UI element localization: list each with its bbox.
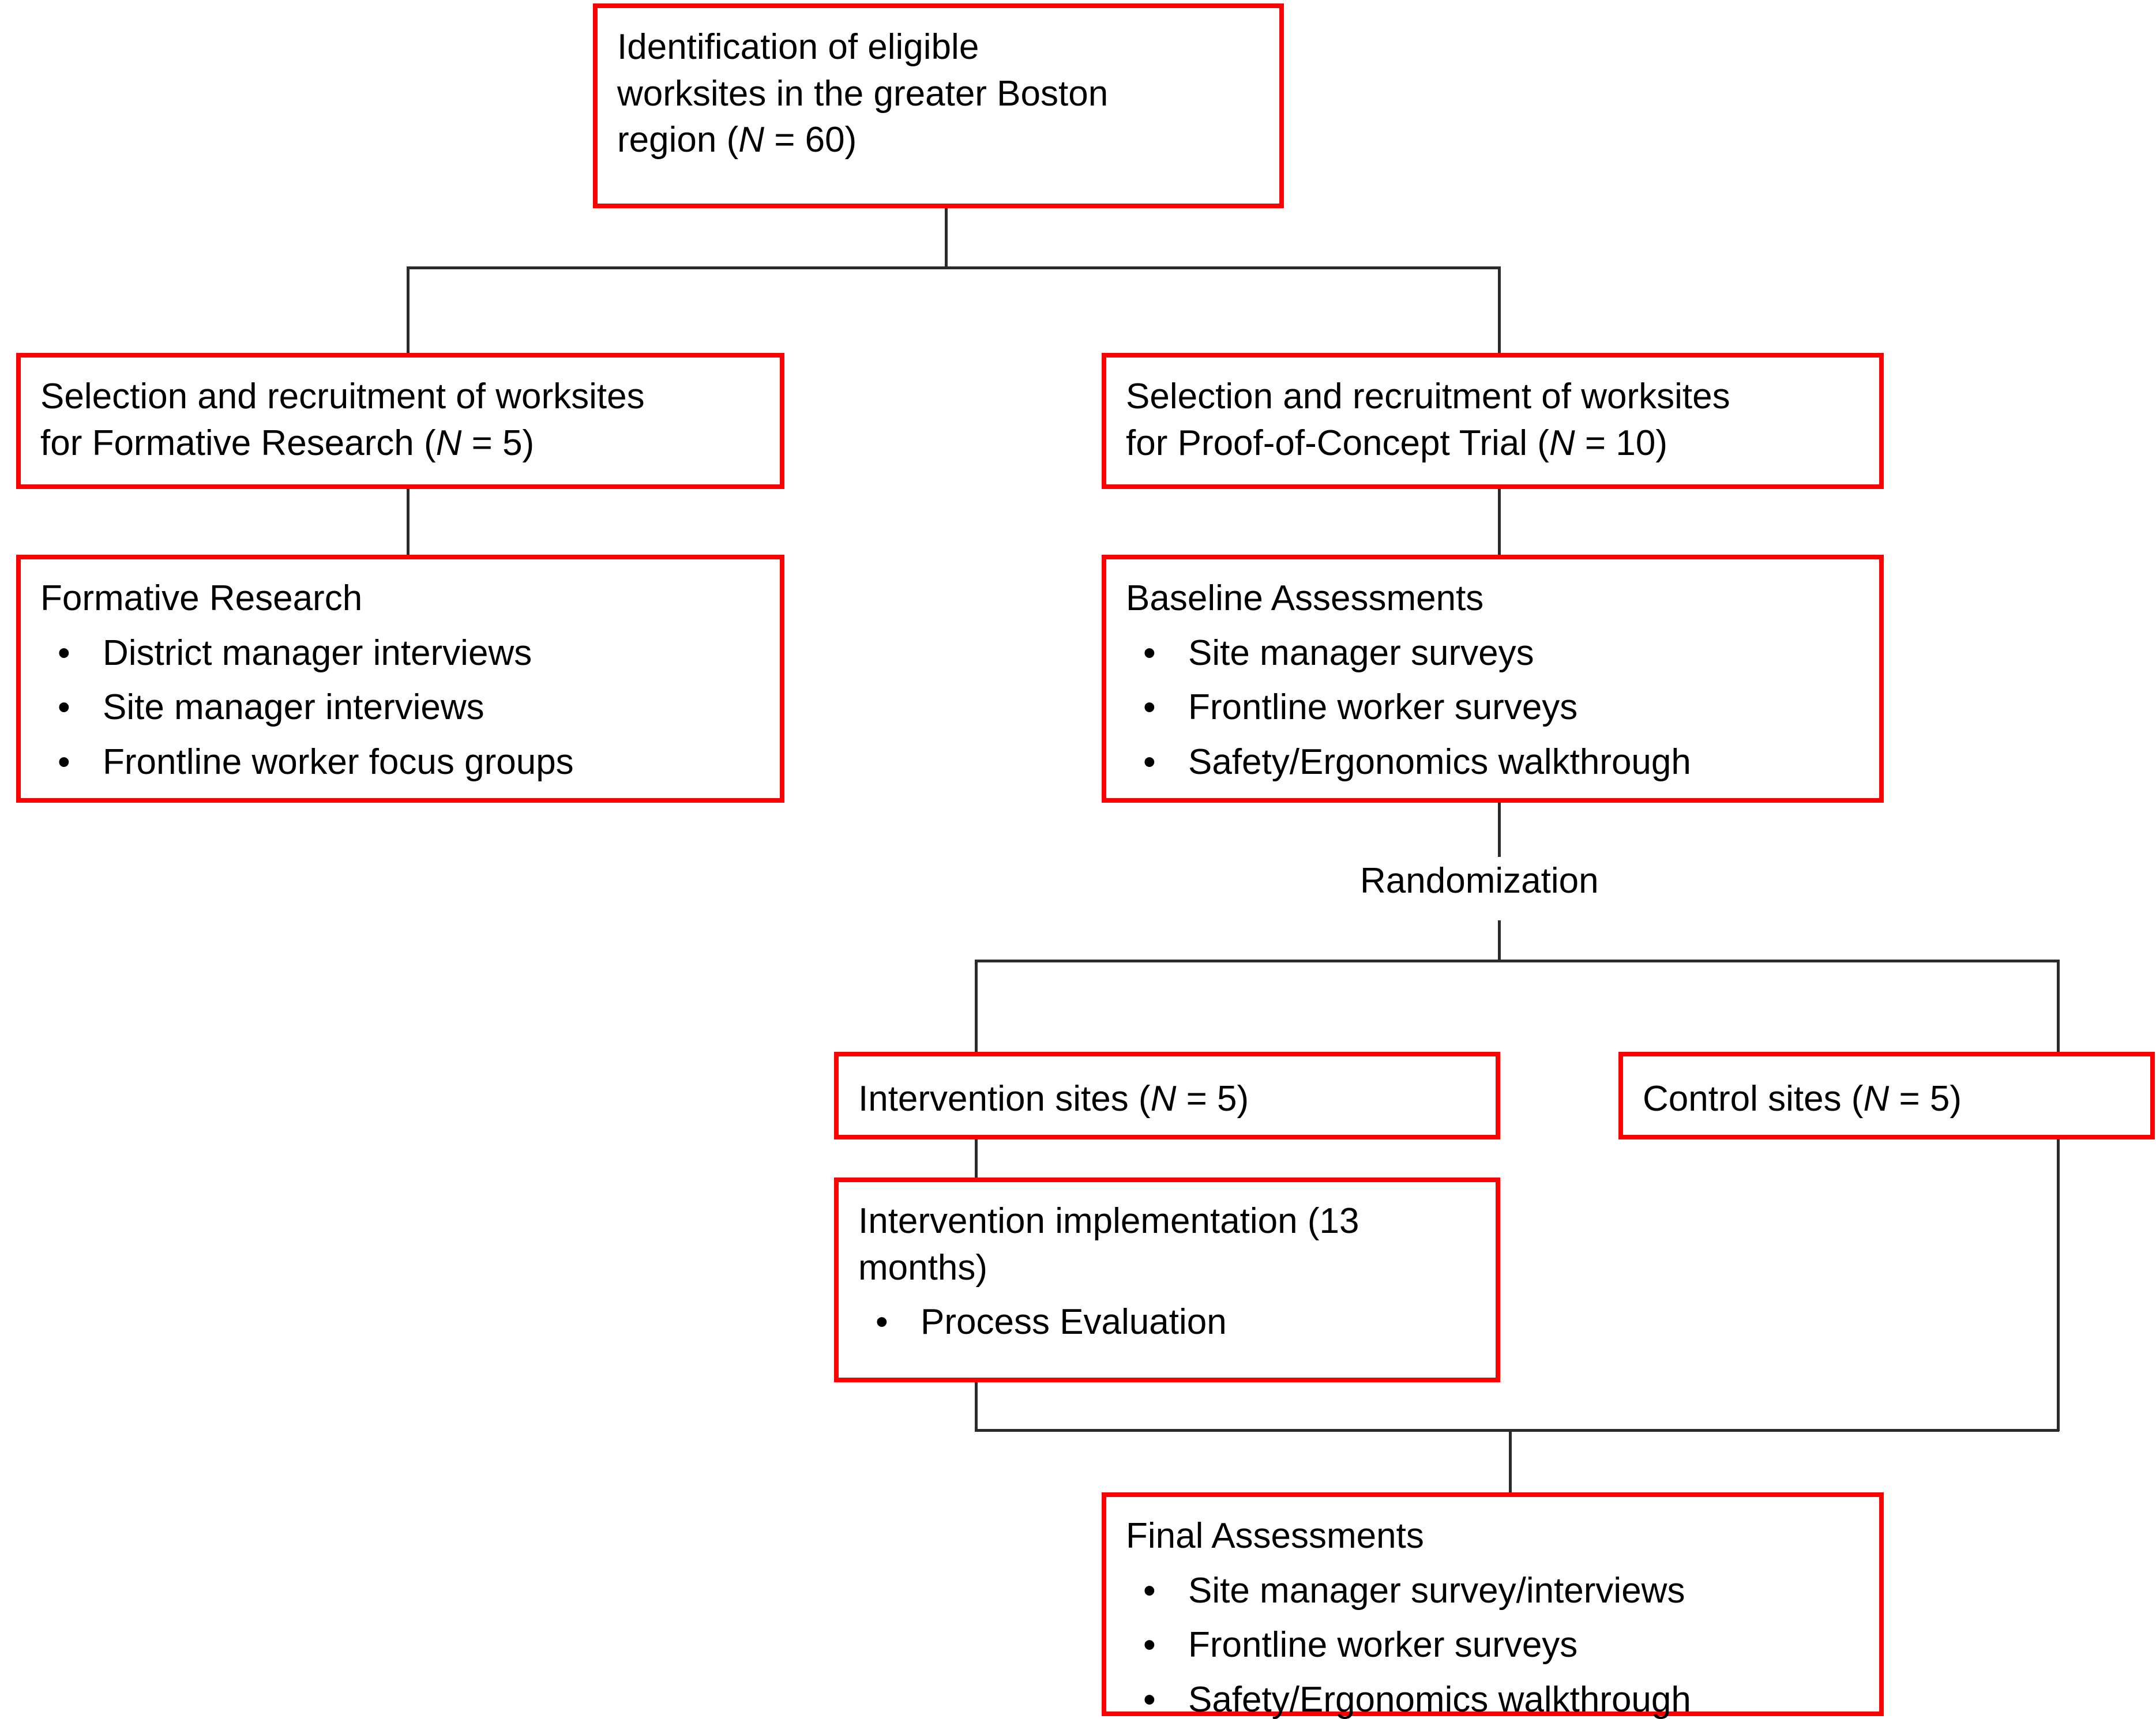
formative-bullet-3: Frontline worker focus groups: [103, 742, 574, 782]
node-intervention-implementation-body: Intervention implementation (13 months) •…: [839, 1182, 1496, 1357]
baseline-assessments-bullet-list: • Site manager surveys • Frontline worker …: [1126, 630, 1862, 786]
connector-baseline-to-randomization: [1498, 803, 1501, 857]
formative-bullet-1: District manager interviews: [103, 633, 532, 673]
list-item: • District manager interviews: [40, 630, 763, 677]
selection-poc-line-2-pre: for Proof-of-Concept Trial (: [1126, 423, 1549, 463]
identification-line-2: worksites in the greater Boston: [617, 73, 1109, 114]
node-selection-poc-title: Selection and recruitment of worksites fo…: [1126, 374, 1862, 467]
connector-bottom-join-bar: [975, 1429, 2059, 1432]
node-selection-formative-title: Selection and recruitment of worksites fo…: [40, 374, 763, 467]
baseline-bullet-3: Safety/Ergonomics walkthrough: [1188, 742, 1691, 782]
intervention-impl-bullet-1: Process Evaluation: [921, 1302, 1227, 1342]
node-identification-body: Identification of eligible worksites in t…: [598, 8, 1279, 175]
node-control-sites-body: Control sites (N = 5): [1623, 1056, 2150, 1134]
bullet-icon: •: [1143, 742, 1156, 782]
intervention-sites-pre: Intervention sites (: [858, 1079, 1151, 1119]
identification-line-3-pre: region (: [617, 120, 739, 160]
node-formative-research-body: Formative Research • District manager int…: [21, 559, 780, 797]
bullet-icon: •: [1143, 1570, 1156, 1611]
final-bullet-1: Site manager survey/interviews: [1188, 1570, 1685, 1611]
identification-line-3-italic: N: [738, 120, 764, 160]
node-final-assessments[interactable]: Final Assessments • Site manager survey/i…: [1102, 1492, 1884, 1719]
connector-top-split-bar: [407, 266, 1501, 269]
node-final-assessments-heading: Final Assessments: [1126, 1516, 1424, 1556]
list-item: • Safety/Ergonomics walkthrough: [1126, 739, 1862, 786]
connector-control-down: [2057, 1139, 2060, 1431]
bullet-icon: •: [1143, 1625, 1156, 1665]
bullet-icon: •: [1143, 687, 1156, 728]
baseline-bullet-1: Site manager surveys: [1188, 633, 1534, 673]
identification-line-3-post: = 60): [764, 120, 857, 160]
list-item: • Site manager survey/interviews: [1126, 1568, 1862, 1615]
node-baseline-assessments-body: Baseline Assessments • Site manager surve…: [1106, 559, 1879, 797]
connector-randomization-split-left: [975, 960, 978, 1052]
list-item: • Frontline worker focus groups: [40, 739, 763, 786]
selection-formative-line-2-pre: for Formative Research (: [40, 423, 436, 463]
intervention-sites-post: = 5): [1176, 1079, 1249, 1119]
node-control-sites-title: Control sites (N = 5): [1643, 1076, 2133, 1123]
control-sites-pre: Control sites (: [1643, 1079, 1864, 1119]
node-baseline-assessments-heading: Baseline Assessments: [1126, 578, 1484, 618]
node-control-sites[interactable]: Control sites (N = 5): [1618, 1052, 2155, 1139]
selection-poc-line-2-italic: N: [1549, 423, 1575, 463]
bullet-icon: •: [58, 687, 70, 728]
formative-bullet-2: Site manager interviews: [103, 687, 484, 728]
node-intervention-sites[interactable]: Intervention sites (N = 5): [834, 1052, 1500, 1139]
node-baseline-assessments[interactable]: Baseline Assessments • Site manager surve…: [1102, 555, 1884, 803]
selection-poc-line-2-post: = 10): [1575, 423, 1667, 463]
list-item: • Safety/Ergonomics walkthrough: [1126, 1677, 1862, 1719]
bullet-icon: •: [1143, 633, 1156, 673]
connector-randomization-split-right: [2057, 960, 2060, 1052]
connector-formative-link: [407, 489, 410, 556]
selection-formative-line-1: Selection and recruitment of worksites: [40, 377, 645, 416]
connector-randomization-split-bar: [975, 960, 2060, 962]
connector-intervention-to-implementation: [975, 1139, 978, 1178]
bullet-icon: •: [1143, 1679, 1156, 1719]
list-item: • Frontline worker surveys: [1126, 1622, 1862, 1669]
bullet-icon: •: [876, 1302, 888, 1342]
final-bullet-3: Safety/Ergonomics walkthrough: [1188, 1679, 1691, 1719]
final-bullet-2: Frontline worker surveys: [1188, 1625, 1578, 1665]
formative-research-bullet-list: • District manager interviews • Site manag…: [40, 630, 763, 786]
selection-formative-line-2-post: = 5): [461, 423, 535, 463]
node-intervention-sites-body: Intervention sites (N = 5): [839, 1056, 1496, 1134]
node-intervention-implementation-title: Intervention implementation (13 months): [858, 1198, 1478, 1291]
list-item: • Site manager surveys: [1126, 630, 1862, 677]
node-selection-proof-of-concept-trial[interactable]: Selection and recruitment of worksites fo…: [1102, 353, 1884, 489]
intervention-sites-italic: N: [1150, 1079, 1177, 1119]
connector-identification-down: [945, 208, 948, 268]
node-formative-research-heading: Formative Research: [40, 578, 363, 618]
node-intervention-sites-title: Intervention sites (N = 5): [858, 1076, 1478, 1123]
connector-top-split-left: [407, 266, 410, 354]
intervention-implementation-bullet-list: • Process Evaluation: [858, 1299, 1478, 1346]
bullet-icon: •: [58, 742, 70, 782]
node-intervention-implementation[interactable]: Intervention implementation (13 months) •…: [834, 1178, 1500, 1382]
baseline-bullet-2: Frontline worker surveys: [1188, 687, 1578, 728]
connector-poc-link: [1498, 489, 1501, 556]
node-identification-title: Identification of eligible worksites in t…: [617, 24, 1262, 164]
identification-line-1: Identification of eligible: [617, 27, 979, 67]
node-selection-formative-body: Selection and recruitment of worksites fo…: [21, 358, 780, 478]
node-identification-of-eligible-worksites[interactable]: Identification of eligible worksites in t…: [593, 3, 1284, 208]
list-item: • Frontline worker surveys: [1126, 684, 1862, 731]
bullet-icon: •: [58, 633, 70, 673]
node-selection-poc-body: Selection and recruitment of worksites fo…: [1106, 358, 1879, 478]
node-final-assessments-body: Final Assessments • Site manager survey/i…: [1106, 1497, 1879, 1719]
control-sites-italic: N: [1863, 1079, 1890, 1119]
connector-join-to-final: [1509, 1429, 1512, 1492]
selection-formative-line-2-italic: N: [435, 423, 462, 463]
selection-poc-line-1: Selection and recruitment of worksites: [1126, 377, 1730, 416]
intervention-impl-line-2: months): [858, 1247, 987, 1288]
connector-implementation-down: [975, 1382, 978, 1431]
randomization-label: Randomization: [1360, 861, 1599, 901]
connector-randomization-to-split: [1498, 920, 1501, 961]
intervention-impl-line-1: Intervention implementation (13: [858, 1201, 1359, 1241]
final-assessments-bullet-list: • Site manager survey/interviews • Frontli…: [1126, 1568, 1862, 1719]
node-formative-research[interactable]: Formative Research • District manager int…: [16, 555, 784, 803]
list-item: • Site manager interviews: [40, 684, 763, 731]
node-selection-formative-research[interactable]: Selection and recruitment of worksites fo…: [16, 353, 784, 489]
control-sites-post: = 5): [1889, 1079, 1962, 1119]
list-item: • Process Evaluation: [858, 1299, 1478, 1346]
connector-top-split-right: [1498, 266, 1501, 354]
